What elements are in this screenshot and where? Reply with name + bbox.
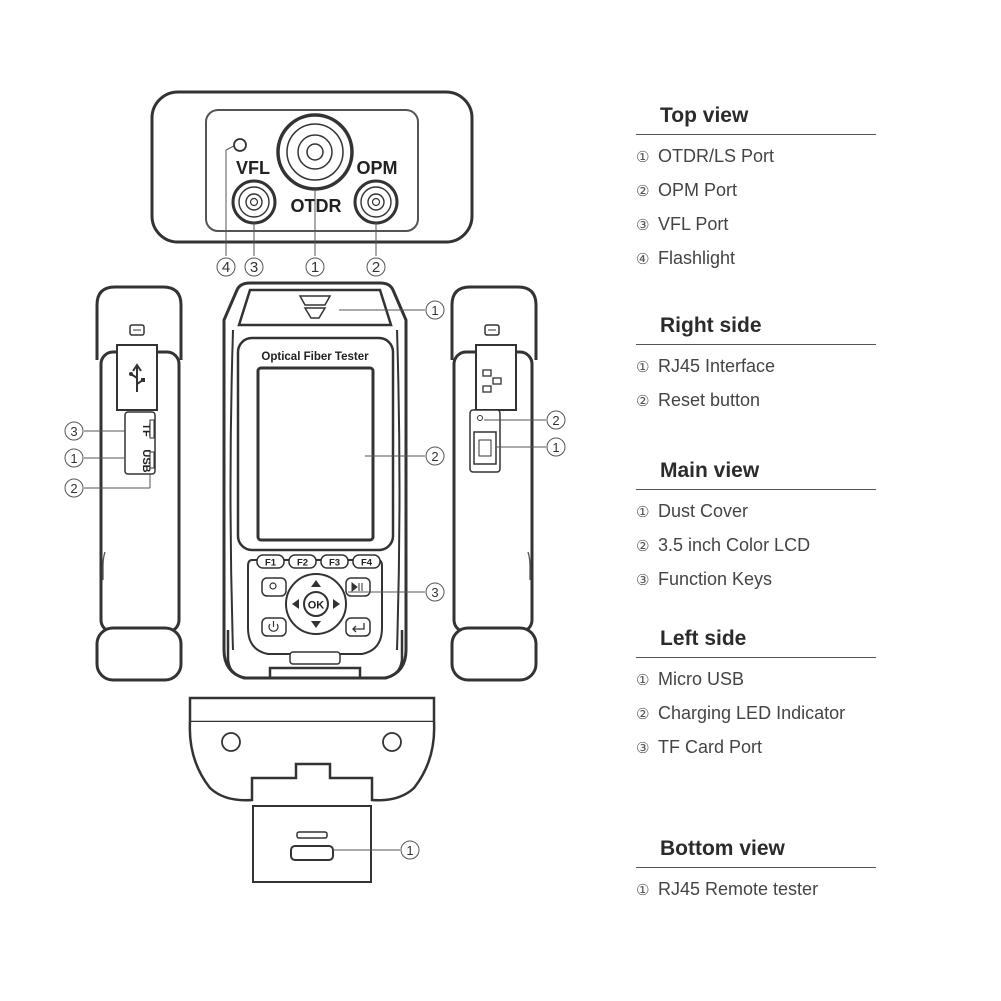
navigation-pad: OK	[285, 573, 347, 635]
f4-key[interactable]	[352, 554, 381, 569]
main-view: 1 Optical Fiber Tester 2 F1 F2 F3 F4 OK	[222, 281, 445, 680]
svg-text:1: 1	[552, 440, 559, 455]
svg-text:3: 3	[431, 585, 438, 600]
network-icon	[482, 369, 502, 393]
callout-3: 3	[250, 259, 258, 276]
search-icon	[269, 582, 277, 590]
f2-label: F2	[297, 558, 308, 569]
search-key[interactable]	[261, 577, 287, 597]
svg-text:2: 2	[70, 481, 77, 496]
back-arrow-icon	[352, 623, 365, 633]
opm-label: OPM	[356, 158, 397, 178]
f3-label: F3	[329, 558, 340, 569]
legend-title: Top view	[636, 104, 876, 135]
svg-text:1: 1	[431, 303, 438, 318]
left-side-view: TF USB 3 1 2	[64, 285, 183, 682]
f1-key[interactable]	[256, 554, 285, 569]
callout-4: 4	[222, 259, 230, 276]
right-side-view: 2 1	[450, 285, 566, 682]
up-arrow-icon	[311, 580, 321, 587]
f2-key[interactable]	[288, 554, 317, 569]
ok-label: OK	[308, 600, 325, 612]
power-icon	[268, 621, 279, 632]
rj45-remote-port	[290, 845, 334, 861]
legend-title: Main view	[636, 459, 876, 490]
ok-button[interactable]	[303, 591, 329, 617]
usb-icon	[130, 363, 144, 392]
vfl-label: VFL	[236, 158, 270, 178]
right-arrow-icon	[333, 599, 340, 609]
bottom-view: 1	[188, 696, 436, 883]
reset-button[interactable]	[477, 415, 483, 421]
screen-title: Optical Fiber Tester	[261, 351, 369, 363]
play-pause-icon	[351, 581, 363, 593]
down-arrow-icon	[311, 621, 321, 628]
opm-port	[353, 179, 399, 225]
f1-label: F1	[265, 558, 277, 569]
vfl-port	[231, 179, 277, 225]
legend-title: Left side	[636, 627, 876, 658]
top-view: VFL OTDR OPM 4 3 1 2	[150, 90, 474, 277]
flashlight-led	[233, 138, 247, 152]
legend-title: Right side	[636, 314, 876, 345]
lcd-screen	[256, 366, 375, 542]
play-key[interactable]	[345, 577, 371, 597]
f3-key[interactable]	[320, 554, 349, 569]
rj45-port	[473, 431, 497, 465]
f4-label: F4	[361, 558, 373, 569]
svg-text:2: 2	[431, 449, 438, 464]
back-key[interactable]	[345, 617, 371, 637]
svg-text:3: 3	[70, 424, 77, 439]
otdr-port	[276, 113, 354, 191]
svg-text:1: 1	[406, 843, 413, 858]
svg-text:2: 2	[552, 413, 559, 428]
tf-label: TF	[140, 423, 152, 437]
otdr-label: OTDR	[291, 196, 342, 216]
svg-text:1: 1	[70, 451, 77, 466]
legend-title: Bottom view	[636, 837, 876, 868]
callout-1: 1	[311, 259, 319, 276]
function-keys: F1 F2 F3 F4	[256, 554, 381, 569]
left-arrow-icon	[292, 599, 299, 609]
usb-label: USB	[140, 449, 152, 472]
callout-2: 2	[372, 259, 380, 276]
